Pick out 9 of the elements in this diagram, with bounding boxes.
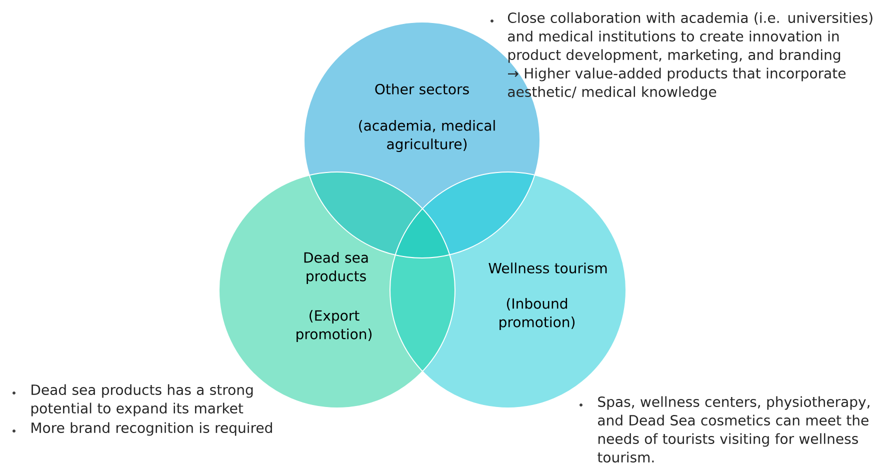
circle-subtitle: (Inbound promotion) bbox=[500, 298, 575, 330]
circle-subtitle: (academia, medical agriculture) bbox=[359, 120, 495, 152]
bullet-note: More brand recognition is required bbox=[32, 422, 272, 436]
bullet-note: Dead sea products has a strong potential to expand its market bbox=[31, 384, 253, 416]
circle-subtitle: (Export promotion) bbox=[296, 310, 372, 342]
circle-title: Wellness tourism bbox=[488, 262, 607, 274]
circle-title: Dead sea products bbox=[304, 252, 368, 284]
circle-title: Other sectors bbox=[375, 84, 469, 94]
bullet-note: Spas, wellness centers, physiotherapy, and Dead Sea cosmetics can meet the needs of tourists visiting for wellness tourism. bbox=[598, 396, 870, 463]
